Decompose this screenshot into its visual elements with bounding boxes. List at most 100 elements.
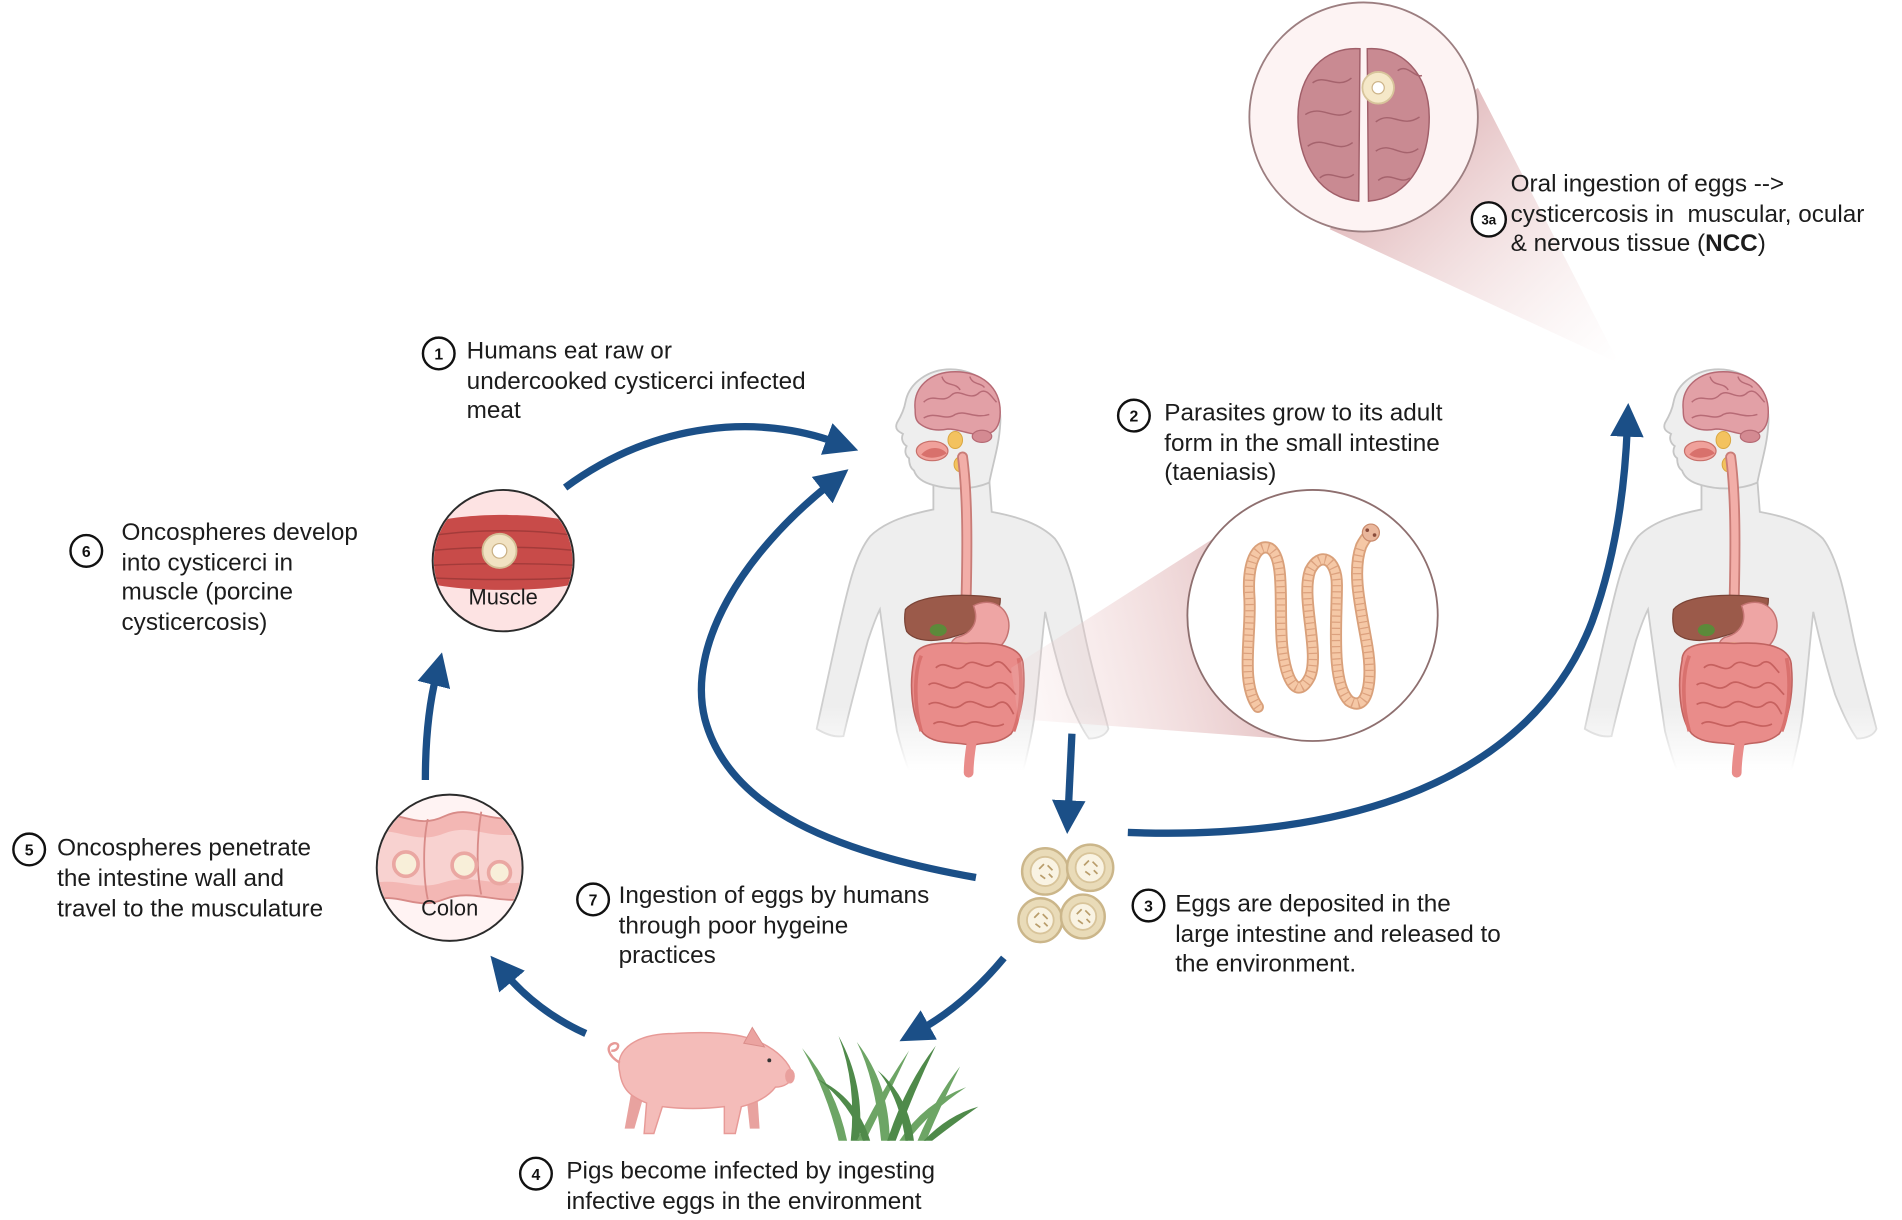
step-2-text-line: Parasites grow to its adult (1164, 399, 1442, 426)
step-5-text-line: travel to the musculature (57, 895, 323, 922)
pig-icon (607, 1026, 795, 1135)
intestine-coil (932, 721, 1005, 727)
step-6-text-line: Oncospheres develop (122, 519, 358, 546)
step-6-text-line: cysticercosis) (122, 609, 268, 636)
step-7-number: 7 (589, 893, 598, 910)
grass-blade (917, 1066, 961, 1141)
egg-hooks (1083, 859, 1099, 876)
arrow-eggs-to-environment (899, 955, 1007, 1042)
step-3a-text-line: Oral ingestion of eggs --> (1511, 170, 1784, 197)
brain-inset-circle (1248, 1, 1479, 233)
step-1-text-line: meat (467, 397, 521, 424)
pig-snout (785, 1068, 795, 1084)
step-4-text-line: Pigs become infected by ingesting (566, 1158, 935, 1185)
egg-embryo (1026, 905, 1055, 935)
muscle-cyst-core (491, 542, 508, 559)
brain-side (914, 370, 1001, 436)
colon-cyst (450, 851, 479, 880)
egg-embryo (1074, 852, 1106, 884)
step-4-number: 4 (532, 1167, 541, 1184)
step-3-badge (1131, 888, 1166, 923)
grass-blade (802, 1048, 848, 1141)
colon-inset-circle (375, 793, 524, 942)
colon-label: Colon (421, 895, 478, 920)
brain-cyst-core (1371, 81, 1385, 95)
step-7-text-line: Ingestion of eggs by humans (619, 882, 930, 909)
step-3a-text-after: ) (1758, 230, 1766, 257)
muscle-fiber (433, 576, 573, 581)
step-3a-number: 3a (1481, 212, 1496, 227)
brain-gyrus (1307, 141, 1354, 148)
brain-gyrus (1312, 77, 1352, 84)
step-3a-ncc: NCC (1705, 230, 1758, 257)
step-1-number: 1 (434, 347, 443, 364)
scolex-sucker (1365, 528, 1370, 532)
step-1-text-line: undercooked cysticerci infected (467, 368, 806, 395)
brain-gyri (923, 376, 998, 419)
step-7-text-line: practices (619, 942, 716, 969)
muscle-fiber (433, 530, 573, 537)
tapeworm-body (1243, 529, 1374, 712)
step-3-number: 3 (1144, 899, 1153, 916)
brain-top-gyri (1304, 67, 1423, 181)
grass-blade (856, 1042, 890, 1141)
intestine-coil (928, 681, 1017, 696)
pig-body (618, 1031, 794, 1135)
step-5-badge (12, 832, 47, 867)
step-3a-text-line-last: & nervous tissue (NCC) (1511, 230, 1766, 257)
step-7: 7 Ingestion of eggs by humans through po… (576, 882, 930, 969)
pig-tail (607, 1042, 621, 1064)
pig-eye (767, 1058, 772, 1063)
grass-blade (887, 1045, 936, 1141)
step-6-text-line: into cysticerci in (122, 549, 293, 576)
brain-left-hemisphere (1297, 48, 1361, 202)
step-5-number: 5 (25, 843, 34, 860)
step-6-text-line: muscle (porcine (122, 579, 293, 606)
tongue (921, 448, 947, 458)
step-6: 6 Oncospheres develop into cysticerci in… (69, 519, 358, 636)
step-1-badge (421, 336, 456, 371)
brain-gyrus (1319, 173, 1355, 179)
colon-folds (423, 811, 483, 900)
colon-fold (476, 811, 483, 895)
colon-cyst (486, 859, 513, 886)
arrow-colon-to-muscle (417, 652, 451, 781)
brain-gyrus (1375, 116, 1420, 123)
egg-icon (1020, 847, 1070, 896)
brain-gyrus (941, 376, 986, 391)
egg-hooks (1076, 908, 1091, 925)
muscle-label: Muscle (469, 584, 538, 609)
tapeworm-segments (1243, 543, 1374, 710)
step-1-text-line: Humans eat raw or (467, 337, 672, 364)
arrow-meat-to-human (562, 423, 859, 491)
step-2: 2 Parasites grow to its adult form in th… (1116, 398, 1443, 486)
brain-gyrus (923, 390, 998, 403)
arrow-eggs-to-human (697, 469, 977, 882)
brain-gyrus (1377, 176, 1411, 181)
colon-cysts (391, 850, 513, 886)
muscle-inset-circle (431, 488, 575, 633)
brain-gyrus (1304, 110, 1352, 116)
tapeworm-inset (1186, 489, 1439, 742)
scolex-sucker (1372, 533, 1377, 537)
egg-hooks (1038, 863, 1054, 880)
step-2-text-line: form in the small intestine (1164, 430, 1439, 457)
rectum (963, 733, 978, 778)
step-3-text-line: Eggs are deposited in the (1175, 891, 1451, 918)
intestines (910, 642, 1025, 747)
arrow-human-to-eggs (1052, 733, 1086, 835)
egg-embryo (1029, 855, 1061, 887)
colon-cyst (391, 850, 420, 879)
step-3-text-line: the environment. (1175, 950, 1356, 977)
grass-icon (802, 1035, 979, 1141)
step-4-text-line: infective eggs in the environment (566, 1188, 921, 1215)
step-3a-text-before: & nervous tissue ( (1511, 230, 1705, 257)
brain-gyrus (923, 412, 990, 419)
egg-icon (1059, 893, 1106, 940)
arrow-pig-to-colon (490, 955, 588, 1037)
step-3-text-line: large intestine and released to (1175, 921, 1500, 948)
grass-blade (923, 1106, 979, 1141)
grass-blade (816, 1078, 871, 1141)
step-1: 1 Humans eat raw or undercooked cysticer… (421, 336, 806, 424)
